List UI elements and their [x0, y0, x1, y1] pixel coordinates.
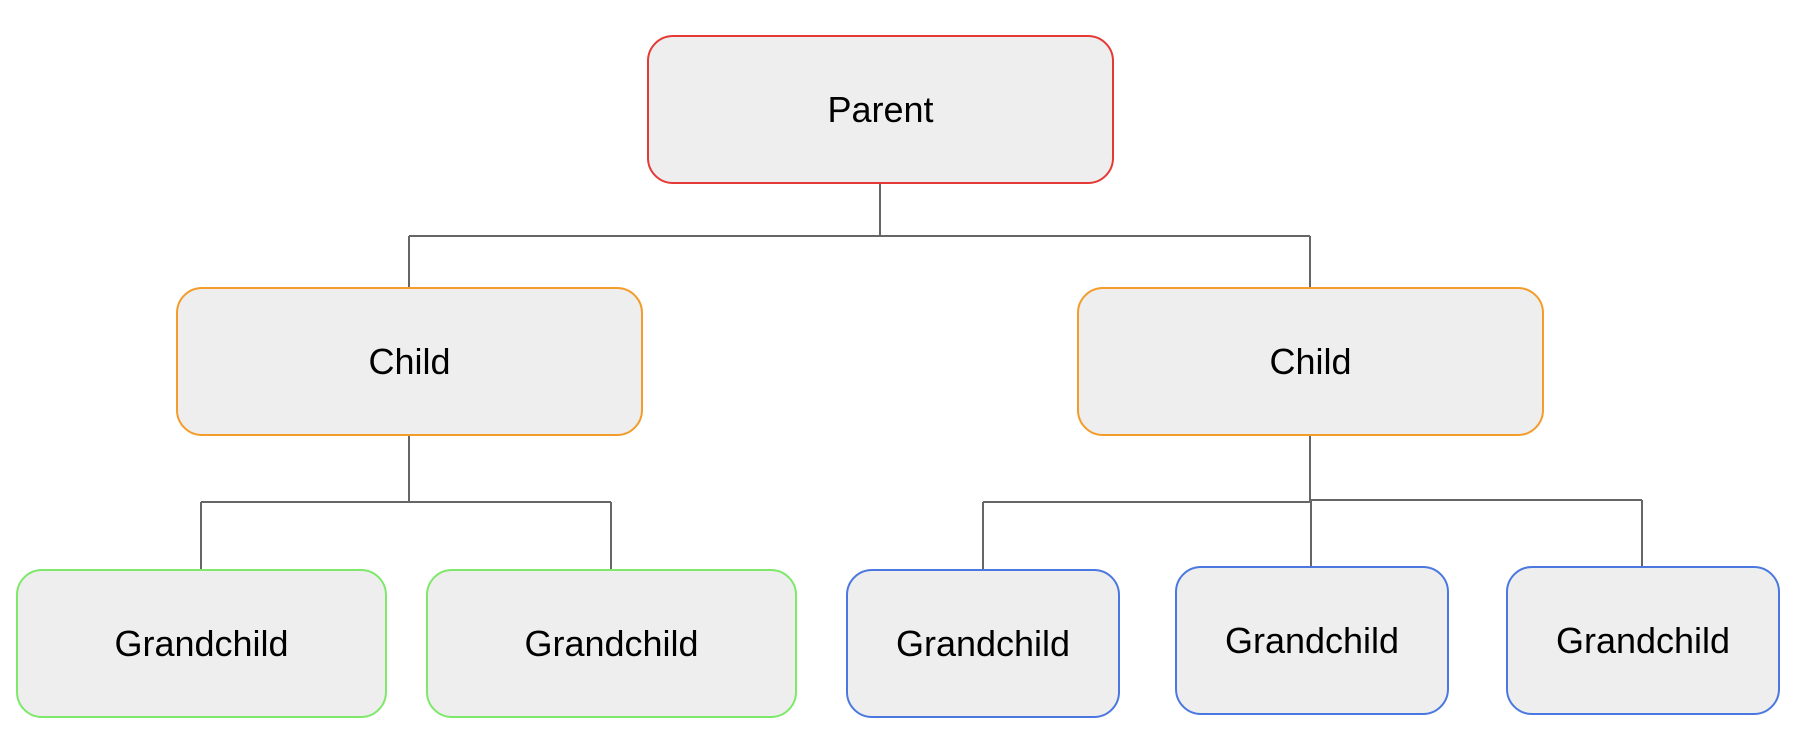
- connector-right-child-to-grandchildren: [982, 436, 1643, 569]
- grandchild-node-2: Grandchild: [426, 569, 797, 718]
- grandchild-label-4: Grandchild: [1224, 619, 1400, 661]
- child-node-left: Child: [176, 287, 643, 436]
- grandchild-label-2: Grandchild: [524, 622, 699, 664]
- child-node-right: Child: [1077, 287, 1544, 436]
- parent-node: Parent: [647, 35, 1114, 184]
- grandchild-node-4: Grandchild: [1175, 566, 1449, 715]
- grandchild-node-1: Grandchild: [16, 569, 387, 718]
- connector-left-child-to-grandchildren: [200, 436, 612, 569]
- grandchild-label-5: Grandchild: [1555, 619, 1731, 661]
- grandchild-node-5: Grandchild: [1506, 566, 1780, 715]
- child-label-right: Child: [1269, 340, 1352, 382]
- connector-parent-to-children: [408, 184, 1311, 287]
- grandchild-label-1: Grandchild: [114, 622, 289, 664]
- grandchild-label-3: Grandchild: [895, 622, 1071, 664]
- parent-label: Parent: [827, 88, 934, 130]
- grandchild-node-3: Grandchild: [846, 569, 1120, 718]
- child-label-left: Child: [368, 340, 451, 382]
